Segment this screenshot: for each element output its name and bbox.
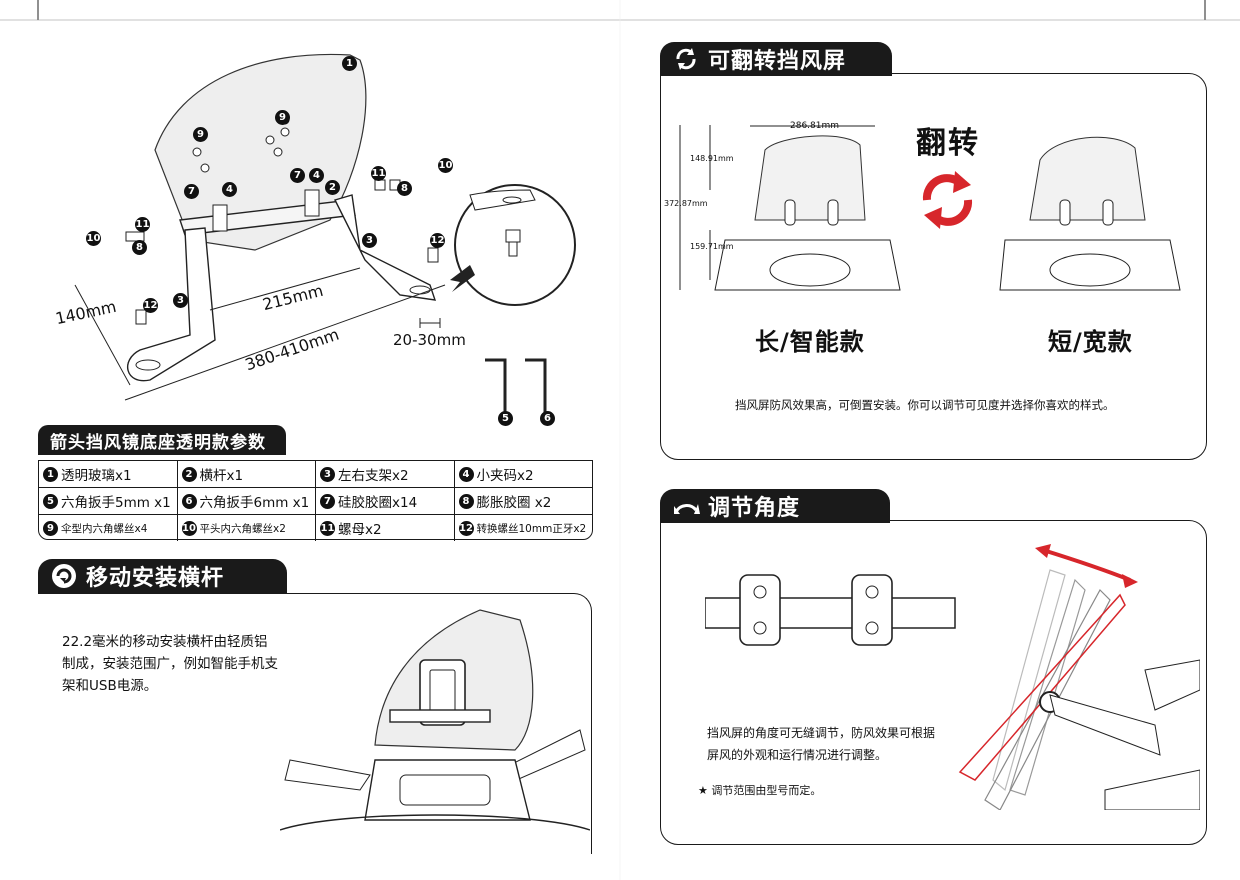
part-number: 9 [43,520,58,536]
part-label: 硅胶胶圈x14 [338,495,418,511]
motorcycle-illustration [280,609,590,831]
part-label: 六角扳手6mm x1 [199,495,310,511]
bar-icon [50,562,78,590]
callout-11b: 11 [371,166,386,181]
parts-title: 箭头挡风镜底座透明款参数 [50,432,266,453]
mobile-bar-title: 移动安装横杆 [86,566,225,591]
part-number: 8 [458,493,474,509]
flip-dim-h1: 148.91mm [690,154,734,163]
callout-7b: 7 [290,168,305,183]
callout-9b: 9 [275,110,290,125]
angle-tab: 调节角度 [660,489,890,523]
part-number: 2 [181,466,197,482]
part-label: 伞型内六角螺丝x4 [61,522,148,535]
flip-caption: 挡风屏防风效果高，可倒置安装。你可以调节可见度并选择你喜欢的样式。 [735,398,1115,412]
angle-note: ★ 调节范围由型号而定。 [698,784,822,797]
variant-short: 短/宽款 [1048,328,1133,356]
mobile-bar-line-1: 22.2毫米的移动安装横杆由轻质铝 [62,634,268,650]
mobile-bar-line-2: 制成，安装范围广，例如智能手机支 [62,656,278,672]
callout-3: 3 [362,233,377,248]
flip-icon [672,45,700,73]
part-label: 横杆x1 [199,468,244,484]
part-number: 6 [181,493,197,509]
angle-text: 挡风屏的角度可无缝调节，防风效果可根据 屏风的外观和运行情况进行调整。 [707,722,935,766]
part-label: 膨胀胶圈 x2 [476,495,552,511]
part-number: 3 [320,466,335,482]
callout-11: 11 [135,217,150,232]
part-label: 左右支架x2 [338,468,409,484]
part-label: 小夹码x2 [476,468,534,484]
callout-4b: 4 [309,168,324,183]
callout-12: 12 [430,233,445,248]
part-label: 六角扳手5mm x1 [61,495,171,511]
callout-5: 5 [498,411,513,426]
mobile-bar-text: 22.2毫米的移动安装横杆由轻质铝 制成，安装范围广，例如智能手机支 架和USB… [62,631,278,697]
angle-line-2: 屏风的外观和运行情况进行调整。 [707,748,888,762]
callout-6: 6 [540,411,555,426]
angle-line-1: 挡风屏的角度可无缝调节，防风效果可根据 [707,726,936,740]
part-number: 5 [43,493,58,509]
angle-title: 调节角度 [708,496,801,521]
callout-2: 2 [325,180,340,195]
callout-10b: 10 [438,158,453,173]
flip-title: 可翻转挡风屏 [708,49,847,74]
part-number: 11 [320,520,335,536]
windscreen-short [999,136,1181,291]
part-label: 透明玻璃x1 [61,468,132,484]
flip-dim-width: 286.81mm [790,121,840,131]
flip-dim-h3: 159.71mm [690,242,734,251]
callout-7: 7 [184,184,199,199]
clamp-illustration [705,574,956,646]
callout-10: 10 [86,231,101,246]
exploded-diagram [74,53,576,415]
callout-9: 9 [193,127,208,142]
callout-8b: 8 [397,181,412,196]
callout-12b: 12 [143,298,158,313]
callout-3b: 3 [173,293,188,308]
callout-4: 4 [222,182,237,197]
part-label: 螺母x2 [338,522,382,538]
dim-20: 20-30mm [393,331,466,349]
variant-long: 长/智能款 [755,328,865,356]
callout-1: 1 [342,56,357,71]
part-label: 平头内六角螺丝x2 [199,522,286,535]
flip-label: 翻转 [916,126,980,161]
callout-8: 8 [132,240,147,255]
part-number: 4 [458,466,474,482]
part-number: 1 [43,466,58,482]
angle-icon [672,492,700,520]
flip-dim-h2: 372.87mm [664,199,708,208]
part-label: 转换螺丝10mm正牙x2 [476,522,587,535]
windscreen-long [679,125,901,291]
flip-tab: 可翻转挡风屏 [660,42,892,76]
rotate-arrows-icon [922,171,973,229]
mobile-bar-tab: 移动安装横杆 [38,559,287,593]
part-number: 7 [320,493,335,509]
angle-illustration [958,544,1200,810]
mobile-bar-line-3: 架和USB电源。 [62,678,158,694]
part-number: 12 [458,520,474,536]
part-number: 10 [181,520,197,536]
parts-title-tab: 箭头挡风镜底座透明款参数 [38,425,286,455]
